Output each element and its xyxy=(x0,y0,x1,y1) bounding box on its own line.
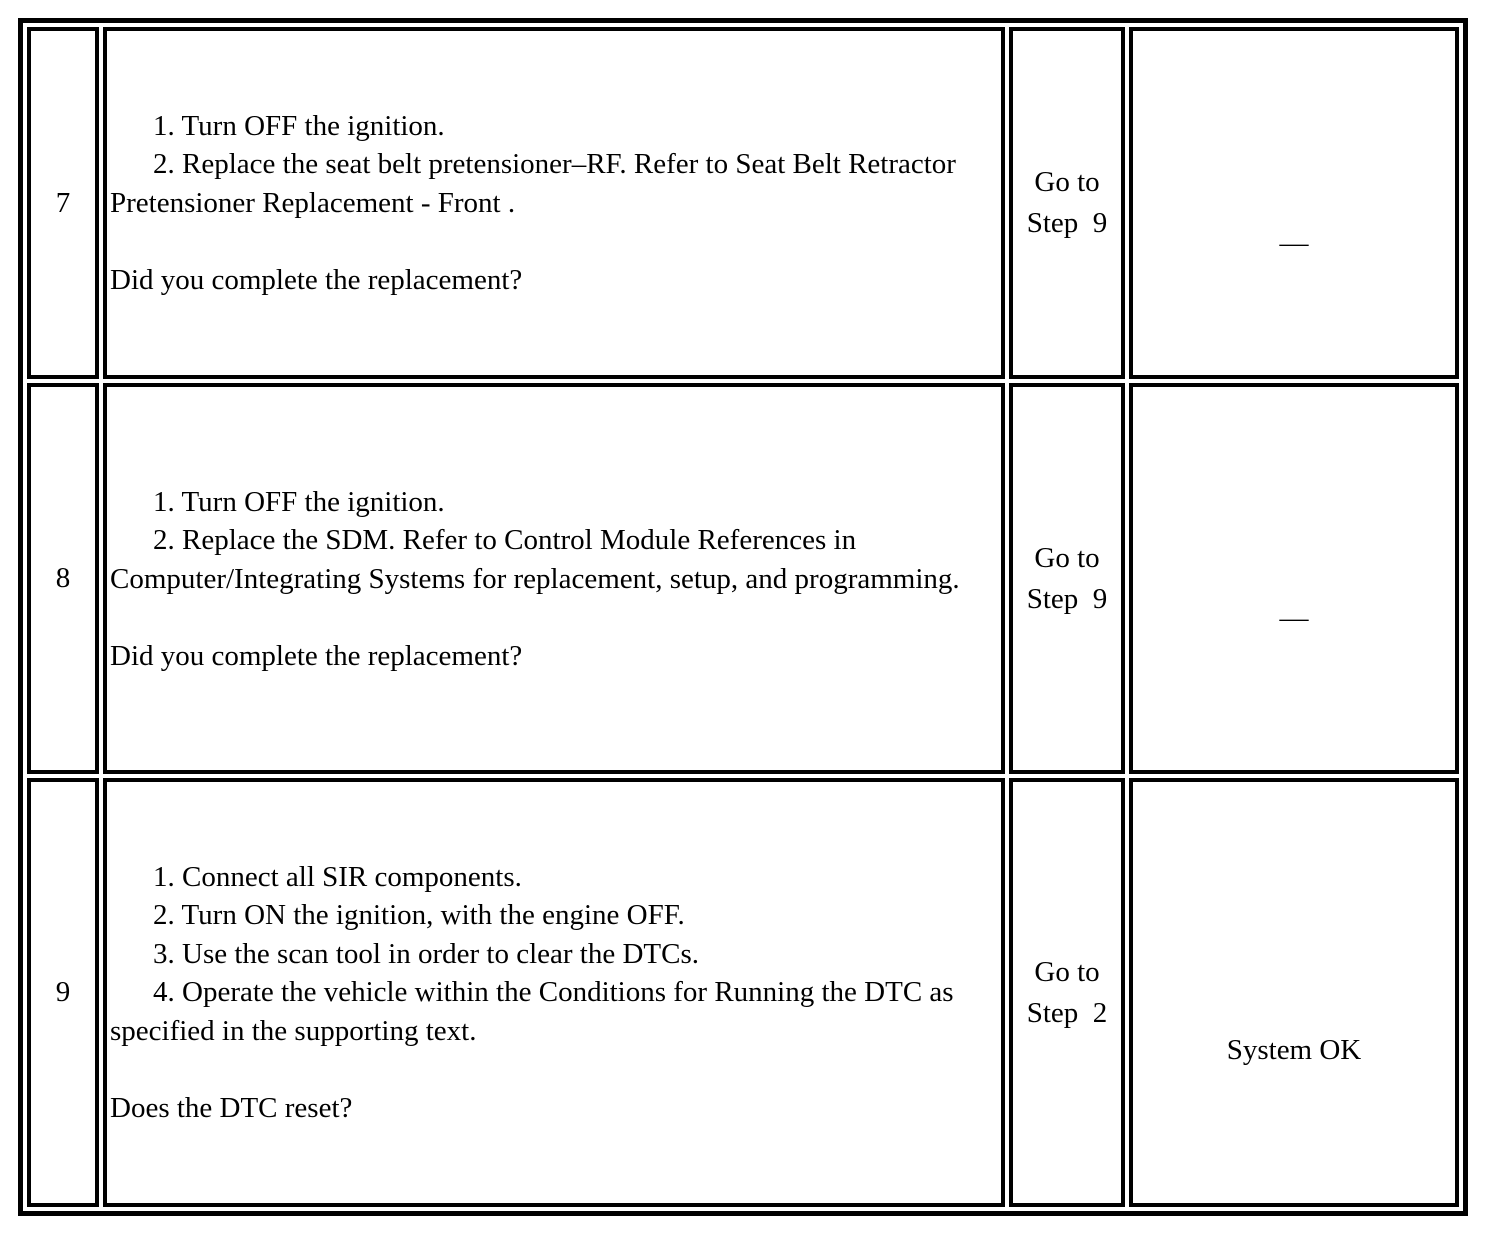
action-item: 2. Replace the seat belt pretensioner–RF… xyxy=(110,148,956,219)
yes-result-cell: Go to Step 2 xyxy=(1009,778,1125,1207)
no-result: — xyxy=(1279,226,1309,259)
action-question: Did you complete the replacement? xyxy=(110,639,523,672)
step-number: 8 xyxy=(55,562,71,595)
yes-result-cell: Go to Step 9 xyxy=(1009,27,1125,380)
diagnostic-table: 7 1. Turn OFF the ignition. 2. Replace t… xyxy=(18,18,1468,1216)
action-question: Did you complete the replacement? xyxy=(110,263,523,296)
table-row: 8 1. Turn OFF the ignition. 2. Replace t… xyxy=(27,383,1459,775)
action-item: 3. Use the scan tool in order to clear t… xyxy=(153,937,700,970)
action-cell: 1. Turn OFF the ignition. 2. Replace the… xyxy=(103,383,1005,775)
table-row: 7 1. Turn OFF the ignition. 2. Replace t… xyxy=(27,27,1459,380)
yes-result-line: Step 2 xyxy=(1026,996,1108,1029)
yes-result-line: Go to xyxy=(1034,541,1100,574)
yes-result-line: Go to xyxy=(1034,166,1100,199)
action-item: 1. Turn OFF the ignition. xyxy=(153,485,445,518)
action-item: 1. Turn OFF the ignition. xyxy=(153,109,445,142)
action-cell: 1. Turn OFF the ignition. 2. Replace the… xyxy=(103,27,1005,380)
no-result: — xyxy=(1279,602,1309,635)
action-item: 2. Turn ON the ignition, with the engine… xyxy=(153,899,685,932)
action-item: 2. Replace the SDM. Refer to Control Mod… xyxy=(110,524,960,595)
step-number: 7 xyxy=(55,186,71,219)
step-number-cell: 8 xyxy=(27,383,99,775)
no-result-cell: — xyxy=(1129,27,1459,380)
no-result-cell: — xyxy=(1129,383,1459,775)
step-number-cell: 9 xyxy=(27,778,99,1207)
action-question: Does the DTC reset? xyxy=(110,1091,353,1124)
no-result: System OK xyxy=(1226,1034,1362,1067)
yes-result-line: Step 9 xyxy=(1026,582,1108,615)
step-number: 9 xyxy=(55,976,71,1009)
action-cell: 1. Connect all SIR components. 2. Turn O… xyxy=(103,778,1005,1207)
no-result-cell: System OK xyxy=(1129,778,1459,1207)
action-item: 1. Connect all SIR components. xyxy=(153,860,522,893)
yes-result-line: Go to xyxy=(1034,955,1100,988)
step-number-cell: 7 xyxy=(27,27,99,380)
action-item: 4. Operate the vehicle within the Condit… xyxy=(110,976,954,1047)
table-row: 9 1. Connect all SIR components. 2. Turn… xyxy=(27,778,1459,1207)
yes-result-cell: Go to Step 9 xyxy=(1009,383,1125,775)
yes-result-line: Step 9 xyxy=(1026,207,1108,240)
